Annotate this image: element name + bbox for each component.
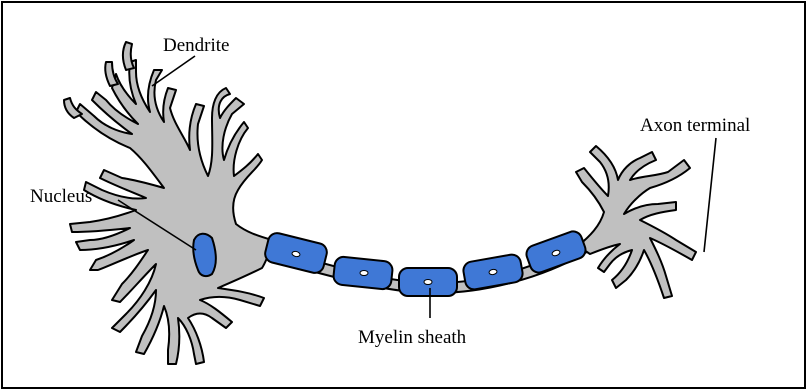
myelin-sheath <box>263 229 588 296</box>
label-nucleus: Nucleus <box>30 186 92 207</box>
dendrite-tip <box>123 42 134 70</box>
label-dendrite: Dendrite <box>163 35 229 56</box>
schwann-nucleus <box>424 280 432 285</box>
label-myelin-sheath: Myelin sheath <box>358 327 467 348</box>
axon-terminal-branches <box>576 146 696 298</box>
label-axon-terminal: Axon terminal <box>640 115 750 136</box>
axon-terminal-leader <box>704 138 716 252</box>
cell-body <box>70 60 272 364</box>
schwann-nucleus <box>360 271 368 276</box>
